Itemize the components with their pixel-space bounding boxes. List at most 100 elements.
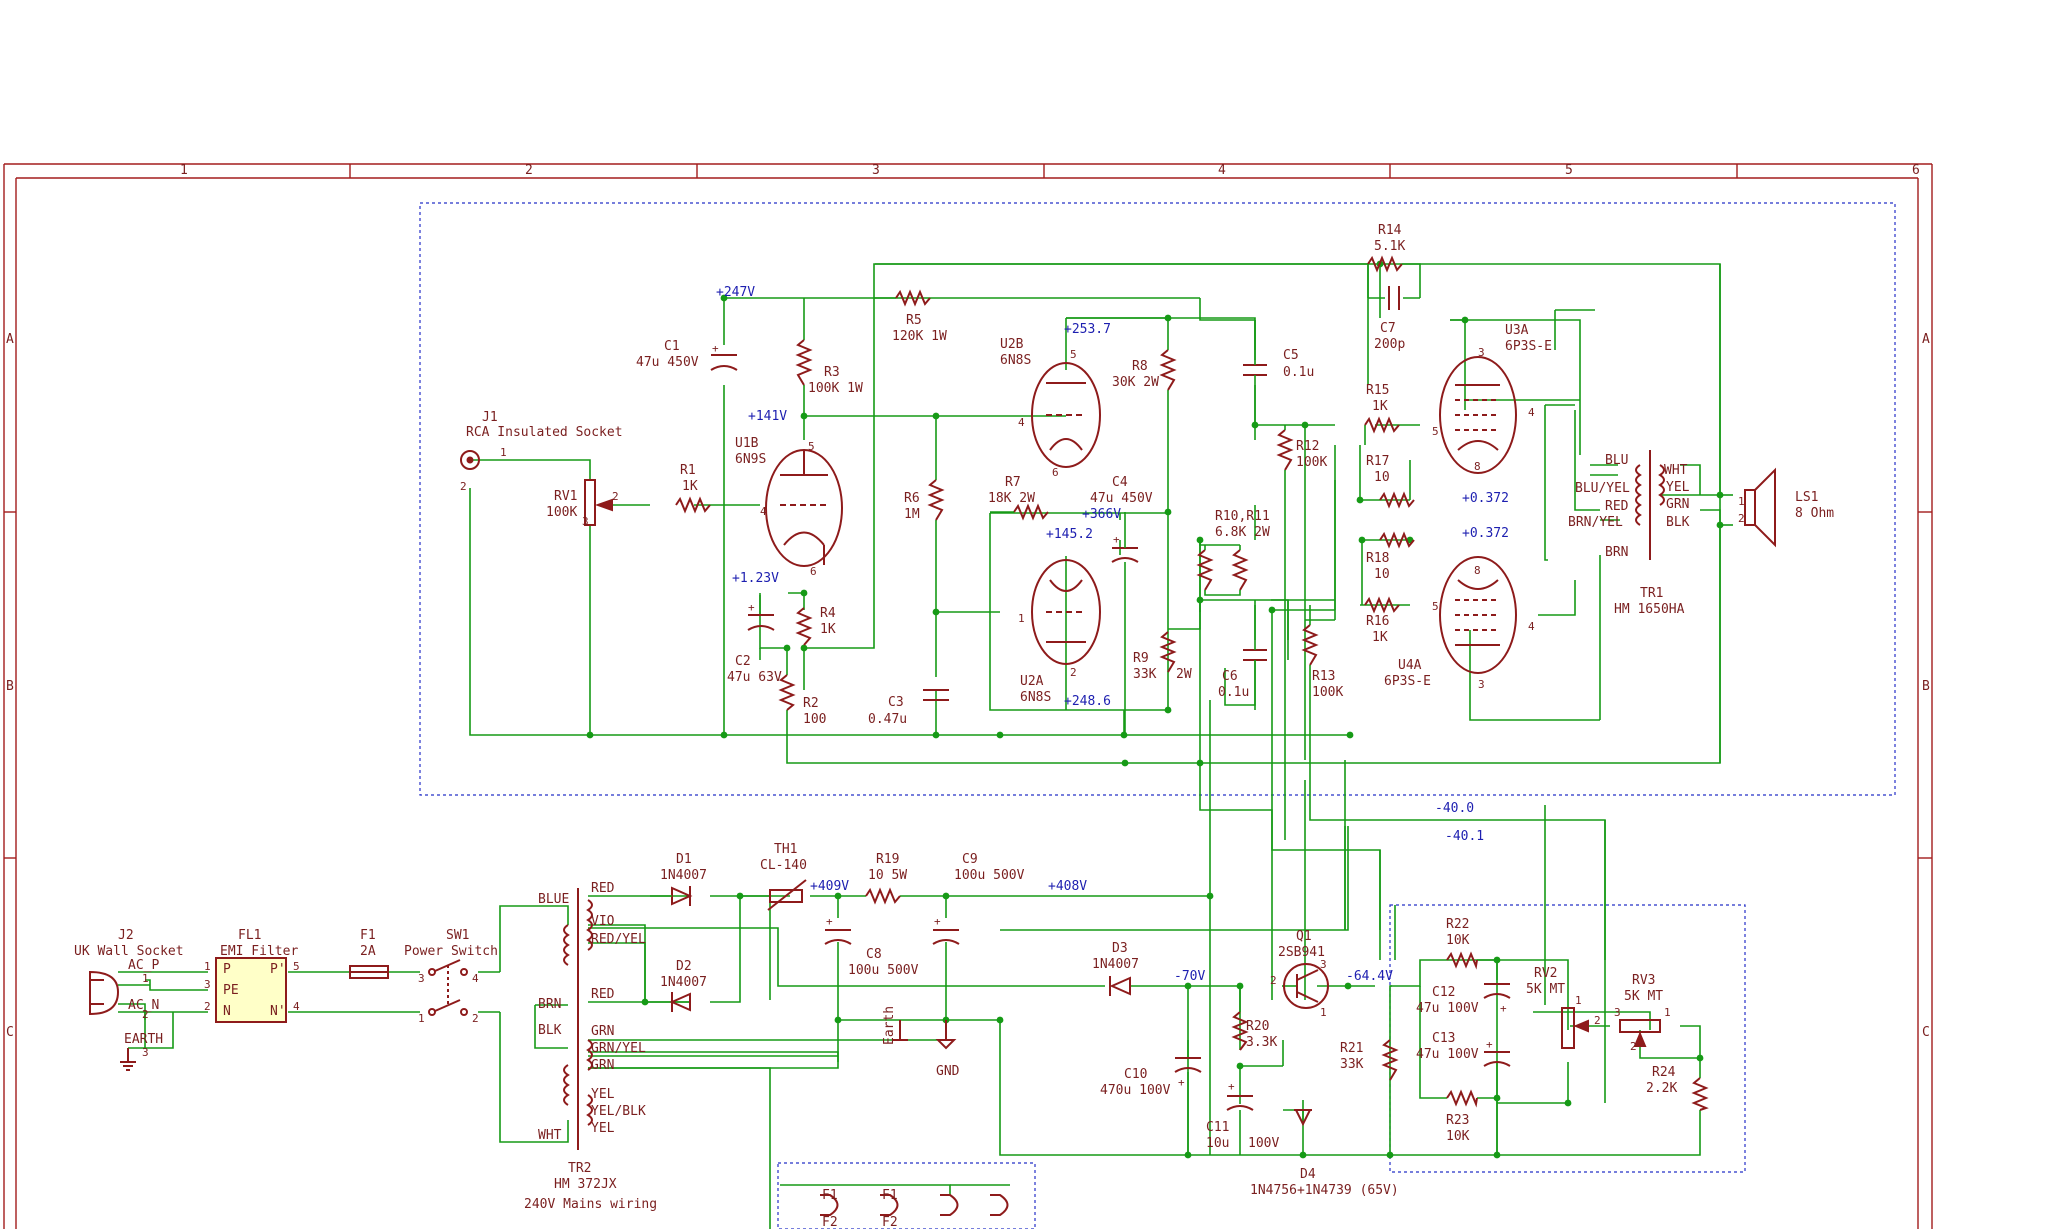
r7-value: 18K 2W [988,491,1035,506]
tr1-blk: BLK [1666,515,1690,530]
u1b-value: 6N9S [735,452,766,467]
tr2-grn-2: GRN [591,1058,614,1073]
r23-ref: R23 [1446,1113,1469,1128]
th1-ref: TH1 [774,842,797,857]
r18-value: 10 [1374,567,1390,582]
svg-text:2: 2 [612,490,619,503]
c9-capacitor: + C9 100u 500V [932,852,1025,945]
power-supply-junctions [641,892,1704,1159]
r2-value: 100 [803,712,826,727]
tr1-red: RED [1605,499,1629,514]
svg-text:6: 6 [1052,466,1059,479]
u1b-triode: 5 4 6 U1B 6N9S [735,436,843,578]
fl1-ref: FL1 [238,928,261,943]
r15-value: 1K [1372,399,1388,414]
r8-value: 30K 2W [1112,375,1159,390]
c12-capacitor: + C12 47u 100V [1416,983,1511,1016]
tr1-blu: BLU [1605,453,1628,468]
c2-ref: C2 [735,654,751,669]
u3a-pentode: 3 5 4 8 U3A 6P3S-E [1432,323,1552,474]
r13-value: 100K [1312,685,1343,700]
u3a-ref: U3A [1505,323,1529,338]
svg-text:2: 2 [1630,1040,1637,1053]
svg-text:1: 1 [1575,994,1582,1007]
svg-text:2: 2 [472,1012,479,1025]
r3-ref: R3 [824,365,840,380]
c1-value: 47u 450V [636,355,699,370]
q1-ref: Q1 [1296,929,1312,944]
d2-value: 1N4007 [660,975,707,990]
tr2-blk: BLK [538,1023,562,1038]
r24-resistor: R24 2.2K [1646,1065,1709,1111]
r4-value: 1K [820,622,836,637]
svg-text:+: + [934,915,941,928]
svg-text:2: 2 [1070,666,1077,679]
r12-resistor: R12 100K [1276,425,1327,840]
fl1-p-pin: P [223,962,231,977]
r6-resistor: R6 1M [904,479,945,522]
amplifier-junctions [586,260,1724,767]
u4a-pentode: 8 5 4 3 U4A 6P3S-E [1384,556,1535,691]
r10-r11-resistors: R10,R11 6.8K 2W [1196,509,1270,596]
svg-text:4: 4 [293,1000,300,1013]
power-supply-wires [118,700,1701,1229]
r9-resistor: R9 33K 2W [1133,631,1192,682]
c6-ref: C6 [1222,669,1238,684]
d3-ref: D3 [1112,941,1128,956]
r20-value: 3.3K [1246,1035,1277,1050]
r16-resistor: R16 1K [1364,596,1400,645]
r24-ref: R24 [1652,1065,1676,1080]
fl1-pprime-pin: P' [270,962,286,977]
r9-ref: R9 [1133,651,1149,666]
c4-capacitor: + C4 47u 450V [1090,475,1153,735]
c7-capacitor: C7 200p [1368,286,1420,352]
c4-value: 47u 450V [1090,491,1153,506]
svg-text:1: 1 [1320,1006,1327,1019]
d1-diode: D1 1N4007 [650,852,707,906]
r14-resistor: R14 5.1K [875,223,1421,298]
svg-text:3: 3 [1320,958,1327,971]
row-label-b-right: B [1922,679,1930,694]
r16-ref: R16 [1366,614,1389,629]
svg-text:1: 1 [1738,495,1745,508]
subsheet-f2-a: F2 [822,1215,838,1229]
r16-value: 1K [1372,630,1388,645]
r17-ref: R17 [1366,454,1389,469]
r14-ref: R14 [1378,223,1402,238]
fl1-n-pin: N [223,1004,231,1019]
voltage-408: +408V [1048,879,1087,894]
tr1-brn: BRN [1605,545,1628,560]
c8-ref: C8 [866,947,882,962]
c11-value: 10u [1206,1136,1229,1151]
tr1-output-transformer: BLU BLU/YEL RED BRN/YEL BRN WHT YEL GRN … [1568,450,1690,617]
r21-resistor: R21 33K [1340,1039,1399,1081]
tr2-yel-1: YEL [591,1087,615,1102]
j1-rca-socket: 1 2 J1 RCA Insulated Socket [460,410,623,493]
u2b-value: 6N8S [1000,353,1031,368]
r1-value: 1K [682,479,698,494]
r7-ref: R7 [1005,475,1021,490]
earth-symbol: Earth [882,1006,908,1045]
r13-resistor: R13 100K [1301,605,1606,960]
voltage-1-23: +1.23V [732,571,779,586]
q1-value: 2SB941 [1278,945,1325,960]
row-label-a-right: A [1922,332,1930,347]
rv3-ref: RV3 [1632,973,1655,988]
c3-ref: C3 [888,695,904,710]
r23-value: 10K [1446,1129,1470,1144]
r3-value: 100K 1W [808,381,863,396]
voltage-247: +247V [716,285,755,300]
c9-ref: C9 [962,852,978,867]
r12-value: 100K [1296,455,1327,470]
c13-capacitor: + C13 47u 100V [1416,1031,1511,1067]
f1-fuse: F1 2A [349,928,389,979]
voltage-minus-40-0: -40.0 [1435,801,1474,816]
d4-value: 1N4756+1N4739 (65V) [1250,1183,1399,1198]
r15-resistor: R15 1K [1364,383,1400,434]
svg-text:8: 8 [1474,460,1481,473]
j2-ref: J2 [118,928,134,943]
svg-text:+: + [748,601,755,614]
svg-text:5: 5 [1070,348,1077,361]
tr1-ref: TR1 [1640,586,1663,601]
row-label-c-right: C [1922,1025,1930,1040]
